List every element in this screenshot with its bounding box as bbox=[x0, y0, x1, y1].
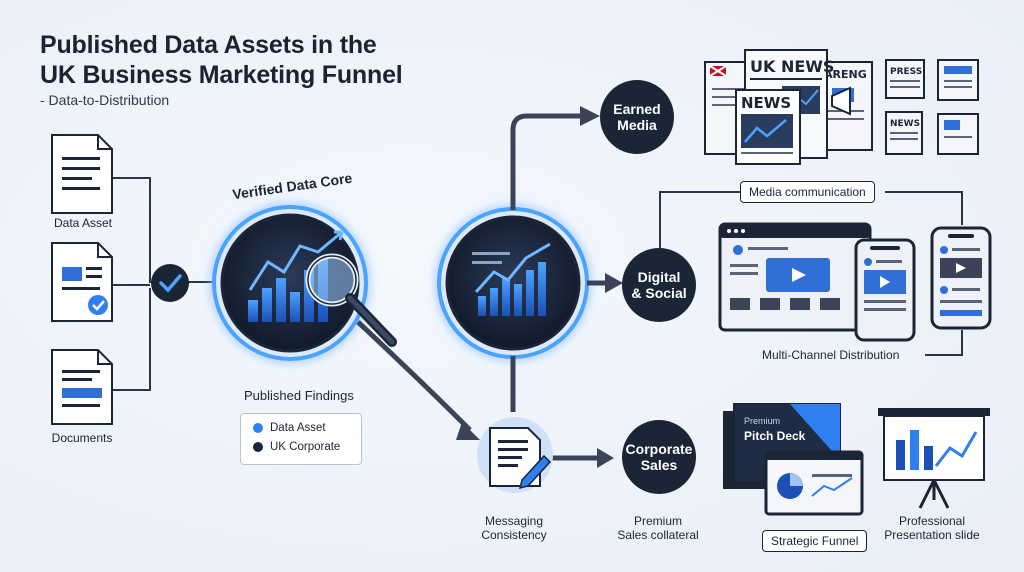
premium-line-1: Premium bbox=[633, 514, 682, 528]
corporate-line-2: Sales bbox=[640, 457, 678, 473]
pitch-deck-line1: Premium bbox=[744, 416, 780, 426]
verified-data-core bbox=[212, 205, 397, 361]
digital-line-2: & Social bbox=[631, 285, 687, 301]
document-report-icon bbox=[51, 349, 113, 425]
presentation-board-icon bbox=[878, 408, 990, 509]
premium-collateral-label: Premium Sales collateral bbox=[617, 514, 698, 542]
digital-line-1: Digital bbox=[637, 269, 681, 285]
legend-label: UK Corporate bbox=[270, 441, 341, 453]
tablet-icon bbox=[854, 238, 916, 342]
legend-item-data-asset: Data Asset bbox=[253, 422, 326, 434]
verify-check-icon bbox=[151, 264, 189, 302]
uk-news-headline: UK NEWS bbox=[750, 57, 834, 76]
press-headline: PRESS bbox=[890, 67, 922, 77]
areng-headline: ARENG bbox=[824, 68, 867, 81]
smartphone-icon bbox=[930, 226, 992, 330]
messaging-line-2: Consistency bbox=[481, 528, 547, 542]
legend-label: Data Asset bbox=[270, 422, 326, 434]
core-trend-line bbox=[248, 230, 343, 291]
messaging-line-1: Messaging bbox=[484, 514, 544, 528]
messaging-consistency-label: Messaging Consistency bbox=[481, 514, 546, 542]
presentation-slide-label: Professional Presentation slide bbox=[884, 514, 979, 542]
earned-line-2: Media bbox=[617, 117, 657, 133]
hub-bar-chart bbox=[478, 262, 546, 316]
data-asset-label: Data Asset bbox=[53, 216, 113, 230]
megaphone-icon bbox=[831, 86, 851, 116]
messaging-document-icon bbox=[477, 417, 553, 493]
newspaper-stack-icon: ARENG UK NEWS NEWS PRESS NEWS bbox=[704, 49, 979, 165]
document-icon bbox=[51, 134, 113, 214]
browser-window-icon bbox=[718, 222, 872, 332]
multi-channel-label: Multi-Channel Distribution bbox=[762, 348, 900, 362]
pro-line-1: Professional bbox=[898, 514, 966, 528]
digital-social-node: Digital& Social bbox=[622, 248, 696, 322]
page-title: Published Data Assets in the UK Business… bbox=[40, 30, 403, 90]
document-check-icon bbox=[51, 242, 113, 322]
media-bracket bbox=[659, 191, 963, 356]
report-screen-icon bbox=[764, 450, 864, 516]
published-findings-label: Published Findings bbox=[244, 388, 354, 403]
media-communication-label: Media communication bbox=[740, 181, 875, 203]
legend-swatch bbox=[253, 423, 263, 433]
distribution-hub bbox=[437, 207, 589, 359]
pitch-deck-line2: Pitch Deck bbox=[744, 429, 806, 443]
corporate-line-1: Corporate bbox=[625, 441, 693, 457]
premium-line-2: Sales collateral bbox=[617, 528, 699, 542]
legend-swatch bbox=[253, 442, 263, 452]
earned-line-1: Earned bbox=[613, 101, 661, 117]
messaging-connector bbox=[356, 320, 472, 432]
magnifier-icon bbox=[305, 253, 397, 347]
news-small-headline: NEWS bbox=[890, 119, 920, 129]
title-line-2: UK Business Marketing Funnel bbox=[40, 61, 403, 89]
page-subtitle: - Data-to-Distribution bbox=[40, 92, 170, 108]
documents-label: Documents bbox=[51, 431, 113, 445]
legend-item-uk-corporate: UK Corporate bbox=[253, 441, 340, 453]
strategic-funnel-label: Strategic Funnel bbox=[762, 530, 868, 552]
title-line-1: Published Data Assets in the bbox=[40, 31, 377, 59]
pro-line-2: Presentation slide bbox=[884, 528, 980, 542]
legend: Data Asset UK Corporate bbox=[240, 413, 362, 465]
news-headline: NEWS bbox=[741, 94, 791, 112]
